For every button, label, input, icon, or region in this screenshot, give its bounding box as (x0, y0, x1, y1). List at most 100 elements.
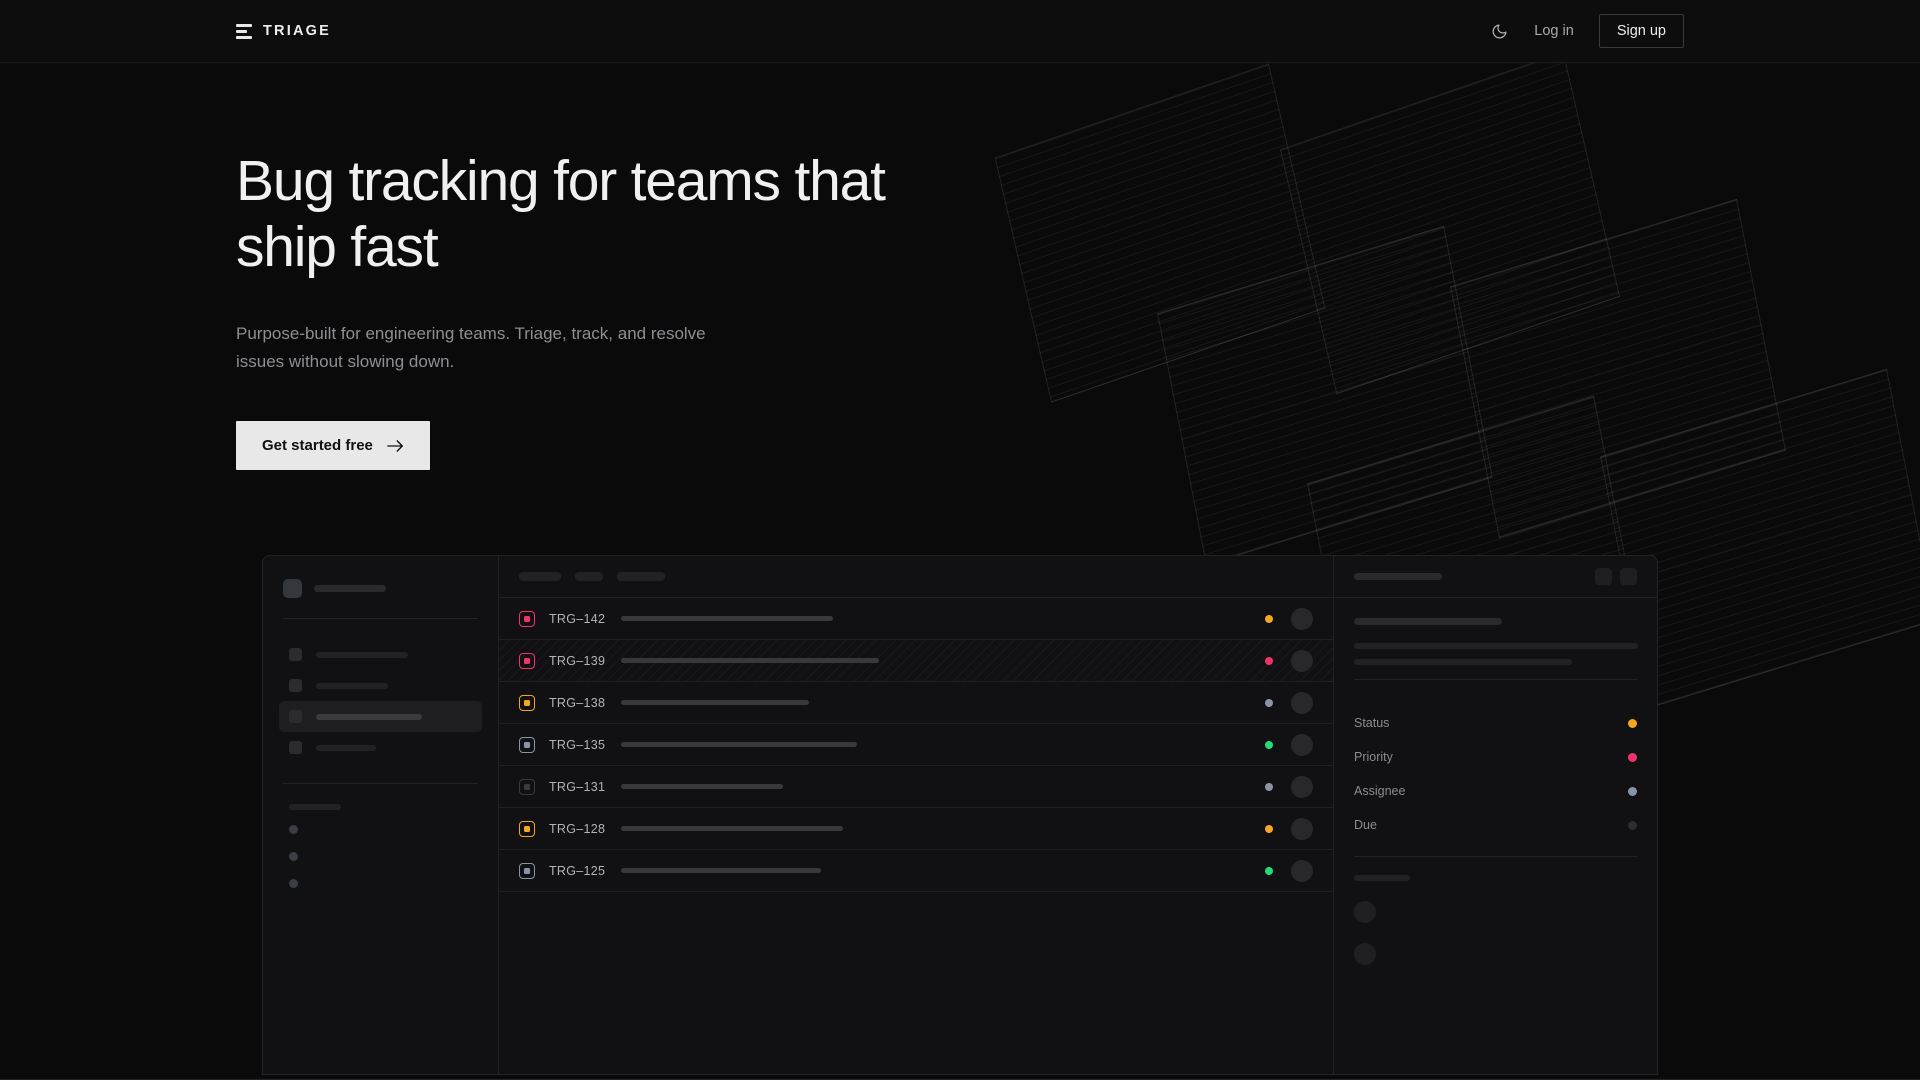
issue-assignee-avatar (1291, 649, 1313, 672)
sidebar-item-icon (289, 679, 302, 693)
sidebar-divider (283, 618, 478, 620)
moon-icon[interactable] (1489, 21, 1509, 41)
issue-id: TRG–142 (549, 611, 606, 626)
workspace-name-skeleton (314, 585, 386, 593)
sidebar-mini-item-2[interactable] (279, 870, 482, 897)
sidebar-mini-item-0[interactable] (279, 816, 482, 843)
issue-id: TRG–138 (549, 695, 606, 710)
detail-field-label: Assignee (1354, 784, 1406, 799)
hero-section: Bug tracking for teams that ship fast Pu… (0, 63, 1920, 1080)
detail-field-status[interactable]: Status (1354, 706, 1637, 740)
detail-divider (1354, 679, 1637, 681)
issue-status-dot (1265, 782, 1273, 791)
detail-field-value-dot (1628, 718, 1637, 728)
issue-type-badge (519, 652, 535, 669)
sidebar-item-2[interactable] (279, 701, 482, 733)
detail-title-skeleton (1354, 618, 1502, 626)
issue-assignee-avatar (1291, 859, 1313, 882)
issue-type-badge (519, 778, 535, 795)
sidebar-section-label-skeleton (289, 804, 341, 811)
sidebar-mini-icon (289, 852, 298, 862)
sidebar-item-icon (289, 710, 302, 724)
detail-divider (1354, 856, 1637, 858)
sidebar-item-label-skeleton (316, 651, 408, 658)
issue-assignee-avatar (1291, 607, 1313, 630)
sidebar-item-3[interactable] (279, 732, 482, 763)
mock-sidebar-header[interactable] (279, 574, 482, 599)
detail-field-priority[interactable]: Priority (1354, 740, 1637, 774)
hero-subheadline: Purpose-built for engineering teams. Tri… (236, 324, 706, 371)
detail-header-skeleton (1354, 573, 1442, 581)
issue-title-skeleton (621, 700, 809, 706)
sidebar-mini-icon (289, 825, 298, 835)
issue-row[interactable]: TRG–125 (499, 850, 1333, 893)
issue-title-skeleton (621, 616, 833, 622)
signup-button[interactable]: Sign up (1598, 14, 1684, 48)
sidebar-item-0[interactable] (279, 639, 482, 670)
issue-row[interactable]: TRG–135 (499, 724, 1333, 767)
detail-field-label: Priority (1354, 750, 1393, 765)
top-navbar: TRIAGE Log in Sign up (0, 0, 1920, 63)
toolbar-chip[interactable] (575, 572, 603, 582)
detail-field-assignee[interactable]: Assignee (1354, 774, 1637, 808)
issue-status-dot (1265, 740, 1273, 749)
issue-row[interactable]: TRG–142 (499, 598, 1333, 641)
activity-avatar (1354, 901, 1376, 924)
detail-field-label: Due (1354, 818, 1377, 833)
issue-row[interactable]: TRG–139 (499, 640, 1333, 683)
issue-title-skeleton (621, 658, 879, 664)
activity-avatar (1354, 943, 1376, 966)
sidebar-mini-icon (289, 879, 298, 889)
issue-assignee-avatar (1291, 817, 1313, 840)
get-started-label: Get started free (262, 437, 373, 455)
issue-id: TRG–131 (549, 779, 606, 794)
mock-list-toolbar (499, 556, 1333, 599)
detail-body-line-skeleton (1354, 659, 1572, 666)
issue-id: TRG–125 (549, 863, 606, 878)
sidebar-item-label-skeleton (316, 682, 388, 689)
issue-status-dot (1265, 614, 1273, 623)
brand-name: TRIAGE (263, 23, 331, 39)
issue-id: TRG–139 (549, 653, 606, 668)
issue-title-skeleton (621, 868, 821, 874)
activity-feed (1354, 901, 1637, 966)
detail-field-value-dot (1628, 820, 1637, 830)
issue-assignee-avatar (1291, 775, 1313, 798)
issue-row[interactable]: TRG–128 (499, 808, 1333, 851)
issue-title-skeleton (621, 784, 783, 790)
issue-row[interactable]: TRG–131 (499, 766, 1333, 809)
toolbar-chip[interactable] (617, 572, 665, 582)
triage-logo-icon (236, 23, 252, 39)
arrow-right-icon (387, 440, 403, 452)
issue-row[interactable]: TRG–138 (499, 682, 1333, 725)
sidebar-divider (283, 783, 478, 785)
issue-type-badge (519, 862, 535, 879)
issue-title-skeleton (621, 826, 843, 832)
toolbar-chip[interactable] (519, 572, 561, 582)
issue-status-dot (1265, 698, 1273, 707)
detail-field-due[interactable]: Due (1354, 808, 1637, 842)
sidebar-item-icon (289, 648, 302, 662)
sidebar-mini-item-1[interactable] (279, 843, 482, 870)
detail-body-line-skeleton (1354, 643, 1638, 650)
get-started-button[interactable]: Get started free (236, 421, 430, 471)
issue-type-badge (519, 820, 535, 837)
sidebar-item-label-skeleton (316, 744, 376, 751)
brand-logo[interactable]: TRIAGE (236, 23, 331, 39)
login-link[interactable]: Log in (1534, 23, 1574, 39)
detail-action-1-icon[interactable] (1595, 568, 1612, 586)
issue-type-badge (519, 610, 535, 627)
issue-type-badge (519, 736, 535, 753)
detail-panel-header (1334, 556, 1657, 599)
sidebar-item-label-skeleton (316, 713, 422, 720)
detail-action-2-icon[interactable] (1620, 568, 1637, 586)
detail-field-label: Status (1354, 716, 1390, 731)
issue-assignee-avatar (1291, 691, 1313, 714)
issue-title-skeleton (621, 742, 857, 748)
issue-id: TRG–135 (549, 737, 606, 752)
sidebar-item-1[interactable] (279, 670, 482, 701)
